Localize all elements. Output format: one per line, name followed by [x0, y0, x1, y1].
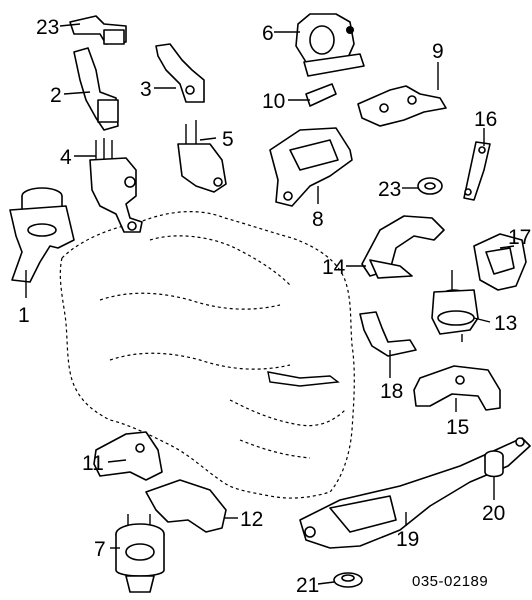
callout-23: 23	[378, 178, 401, 201]
callout-21: 21	[296, 574, 319, 597]
callout-10: 10	[262, 90, 285, 113]
callout-4: 4	[60, 146, 72, 169]
part-7-mount	[115, 514, 165, 593]
part-23-bushing	[417, 177, 443, 195]
part-13-mount	[431, 270, 479, 342]
part-3-bracket	[155, 43, 205, 103]
figure-code: 035-02189	[412, 573, 488, 590]
callout-20: 20	[482, 502, 505, 525]
callout-17: 17	[508, 226, 531, 249]
callout-6: 6	[262, 22, 274, 45]
callout-19: 19	[396, 528, 419, 551]
part-17-bracket	[473, 233, 527, 291]
callout-15: 15	[446, 416, 469, 439]
part-10-rod	[305, 83, 337, 107]
leader-lines	[25, 23, 515, 585]
callout-5: 5	[222, 128, 234, 151]
callout-12: 12	[240, 508, 263, 531]
callout-9: 9	[432, 40, 444, 63]
part-4-mount	[89, 138, 143, 233]
part-12-bracket	[145, 479, 227, 533]
callout-16: 16	[474, 108, 497, 131]
part-22-bracket	[69, 15, 127, 45]
part-2-bracket	[73, 47, 119, 131]
callout-3: 3	[140, 78, 152, 101]
callout-2: 2	[50, 84, 62, 107]
part-1-mount	[9, 187, 75, 283]
part-20-bushing	[484, 450, 504, 478]
engine-outline	[59, 211, 355, 499]
part-15-crossmember	[413, 365, 501, 411]
callout-11: 11	[82, 452, 104, 475]
part-14-bracket	[361, 215, 445, 279]
part-19-crossmember	[299, 437, 531, 549]
callout-18: 18	[380, 380, 403, 403]
part-21-bushing	[333, 572, 363, 588]
callout-22: 23	[36, 16, 59, 39]
part-16-rod	[463, 141, 491, 201]
part-18-bracket	[359, 311, 417, 357]
callout-13: 13	[494, 312, 517, 335]
callout-labels: 23 2 3 4 5 1 6 9 10 8 23 16 14 17 13 18 …	[18, 16, 531, 597]
callout-7: 7	[94, 538, 106, 561]
part-8-bracket	[269, 127, 353, 207]
part-11-bracket	[93, 431, 163, 481]
callout-8: 8	[312, 208, 324, 231]
callout-1: 1	[18, 304, 30, 327]
part-9-bracket	[357, 85, 447, 127]
part-6-mount	[295, 13, 365, 77]
callout-14: 14	[322, 256, 346, 279]
part-5-mount	[177, 120, 227, 193]
